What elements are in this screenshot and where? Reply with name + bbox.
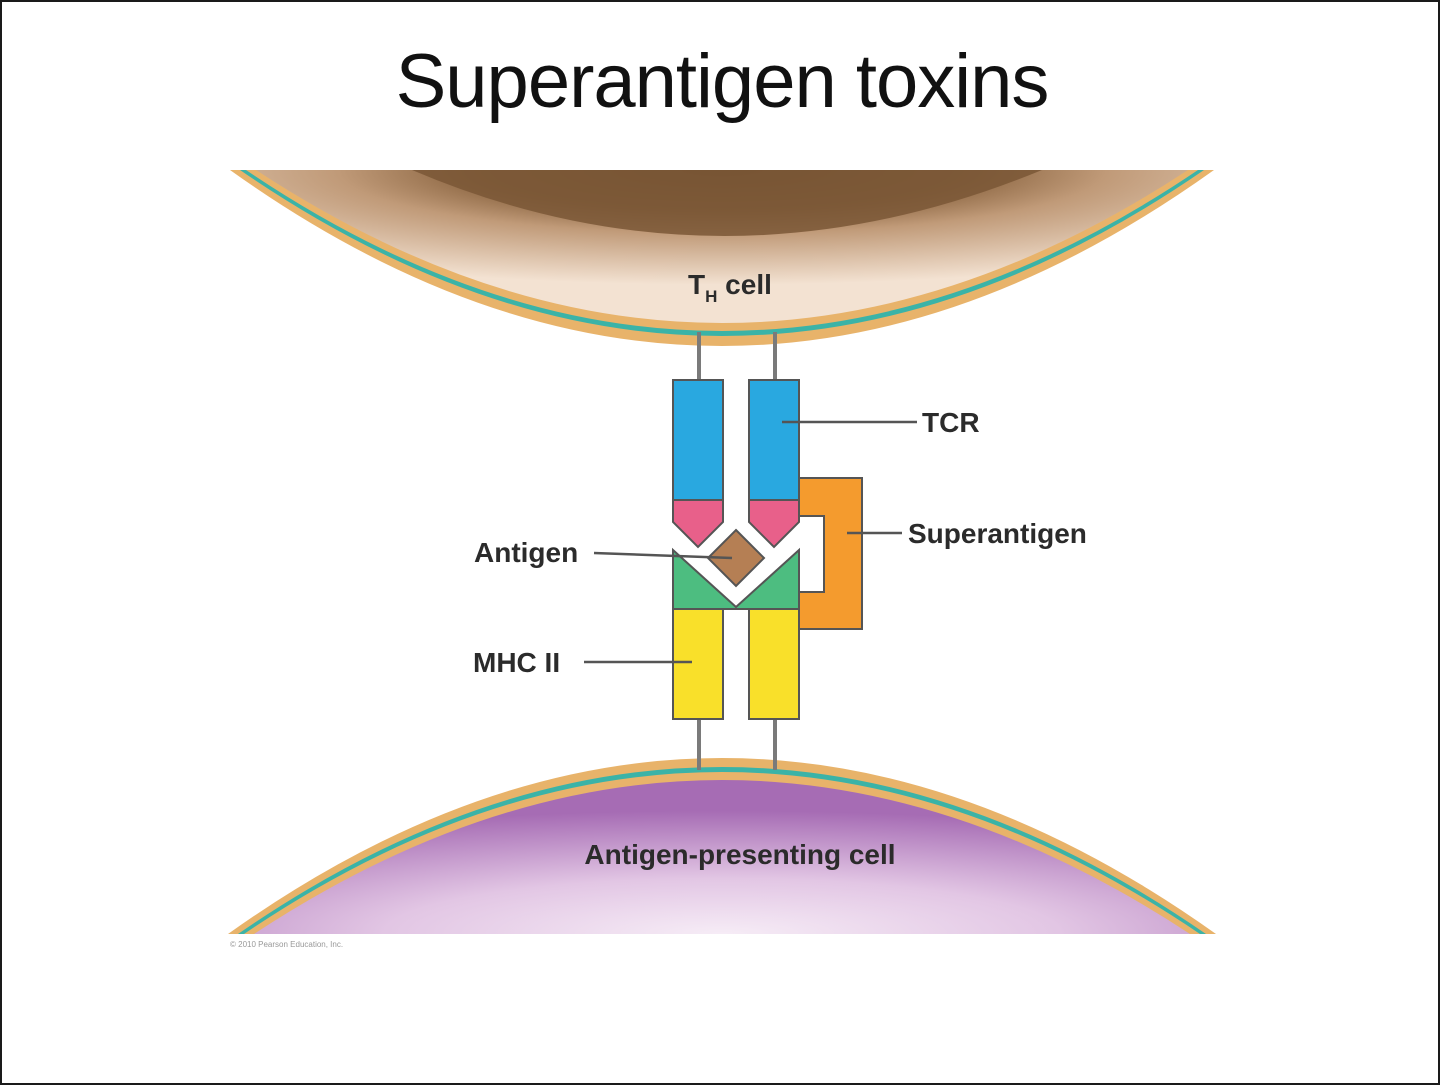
- apc-label: Antigen-presenting cell: [584, 839, 895, 870]
- tcr-label: TCR: [922, 407, 980, 438]
- copyright-text: © 2010 Pearson Education, Inc.: [230, 940, 343, 949]
- th-cell-body: [256, 170, 1188, 323]
- tcr-chain-right: [748, 379, 800, 501]
- slide-title: Superantigen toxins: [395, 39, 1050, 124]
- tcr-tip-right: [748, 499, 800, 549]
- tcr-chain-left: [672, 379, 724, 501]
- superantigen-clamp: [798, 477, 863, 630]
- mhc-stalk-right: [748, 608, 800, 720]
- mhc-ii: [672, 547, 800, 720]
- antigen-peptide: [706, 528, 766, 588]
- apc-cell: [228, 758, 1216, 934]
- superantigen-label: Superantigen: [908, 518, 1087, 549]
- th-cell-nucleus: [412, 170, 1042, 236]
- mhc-label: MHC II: [473, 647, 560, 678]
- mhc-stalks: [697, 717, 777, 770]
- th-cell-label: TH cell: [688, 269, 772, 306]
- tcr-tip-left: [672, 499, 724, 549]
- mhc-groove: [672, 547, 800, 610]
- apc-cell-body: [254, 780, 1190, 934]
- mhc-stalk-left: [672, 608, 724, 720]
- antigen-label: Antigen: [474, 537, 578, 568]
- tcr-stalks: [697, 332, 777, 382]
- leader-lines: [584, 420, 917, 664]
- th-cell: [230, 170, 1214, 346]
- tcr: [672, 379, 800, 549]
